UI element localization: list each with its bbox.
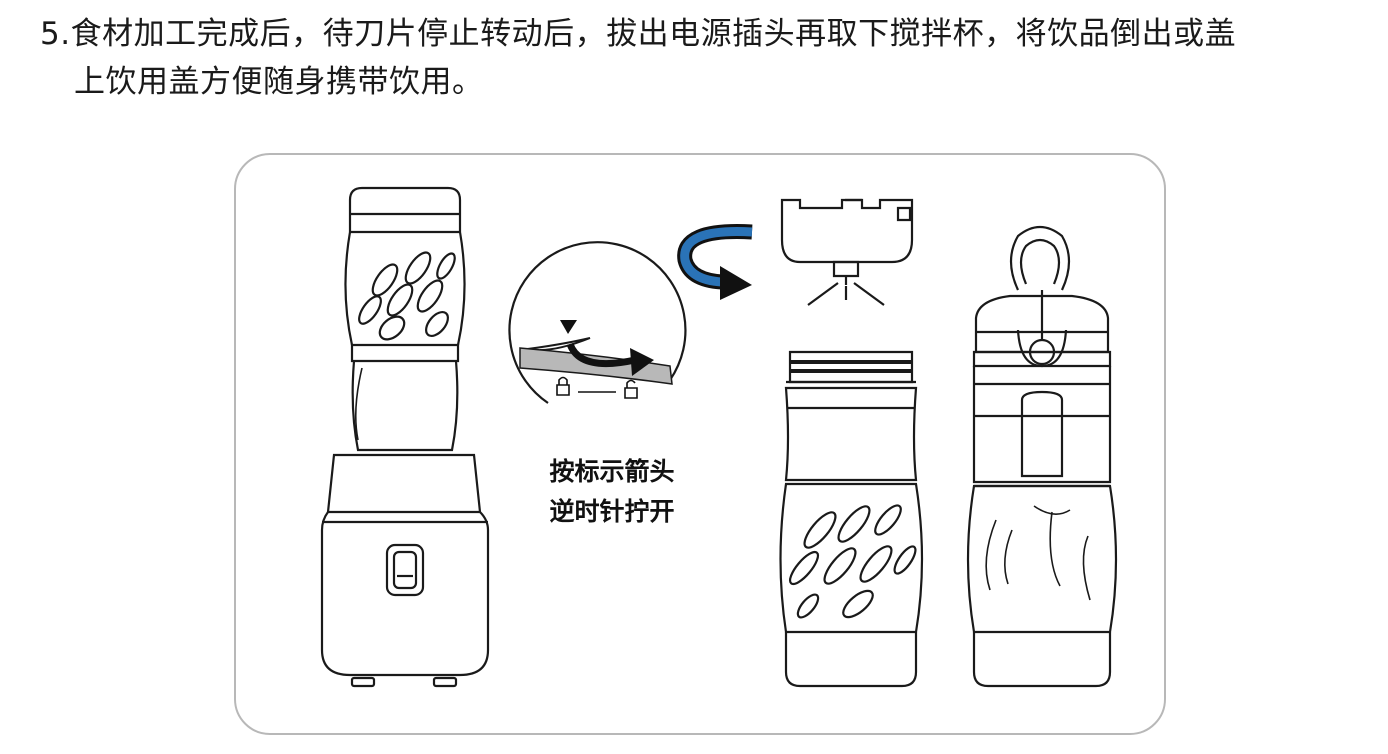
instruction-line-1: 5.食材加工完成后，待刀片停止转动后，拔出电源插头再取下搅拌杯，将饮品倒出或盖 [40, 16, 1237, 52]
blender-assembled-icon [322, 188, 488, 686]
illustration-frame [234, 153, 1166, 735]
cup-with-drinking-lid-icon [968, 227, 1116, 686]
rotate-arrow-icon [685, 232, 752, 300]
instruction-line-2: 上饮用盖方便随身携带饮用。 [74, 64, 484, 100]
unlock-rotation-detail-icon [509, 242, 685, 403]
caption-line-1: 按标示箭头 [549, 457, 675, 486]
blender-cup-icon [781, 352, 923, 686]
instruction-text: 5.食材加工完成后，待刀片停止转动后，拔出电源插头再取下搅拌杯，将饮品倒出或盖 … [40, 10, 1370, 106]
blade-assembly-icon [782, 200, 912, 305]
caption-line-2: 逆时针拧开 [549, 497, 675, 526]
